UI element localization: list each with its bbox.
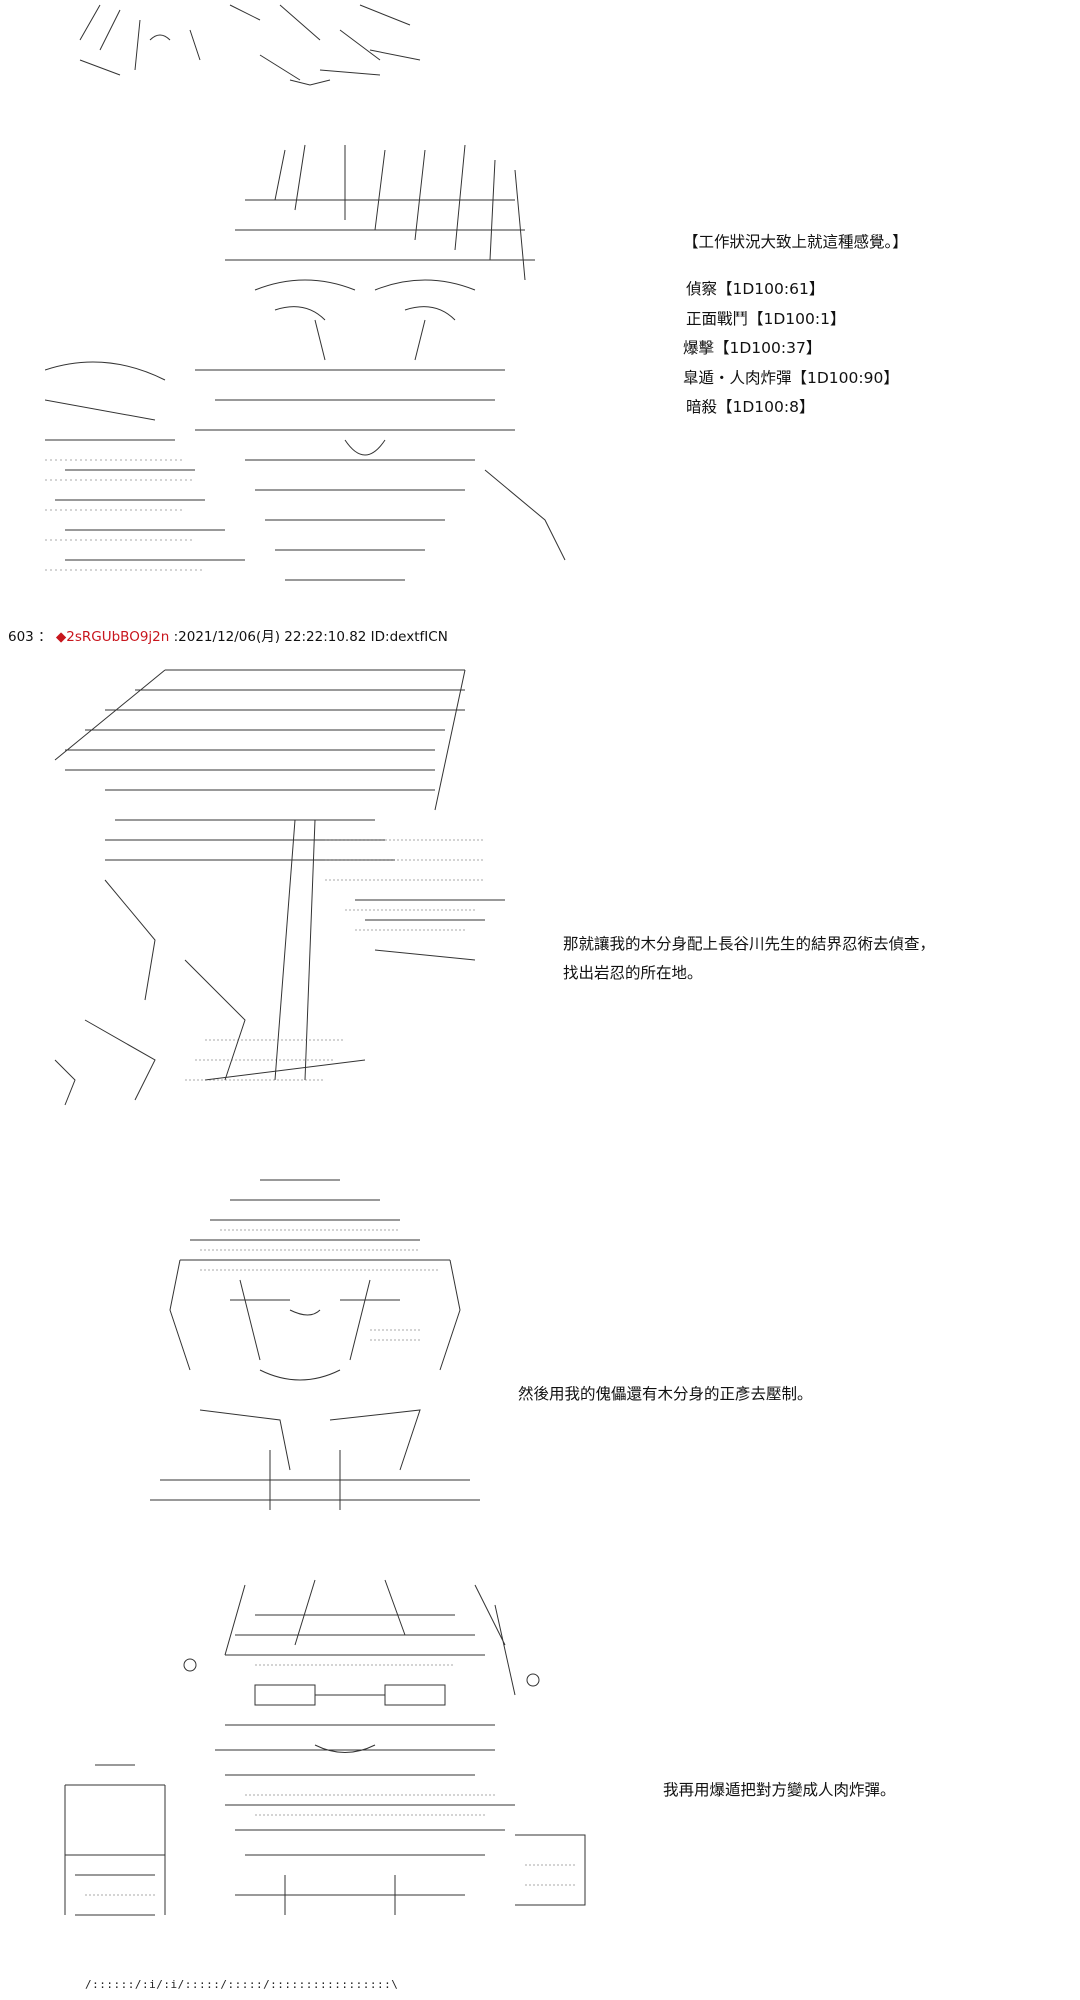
panel-1-text: 【工作狀況大致上就這種感覺。】 偵察【1D100:61】 正面戰鬥【1D100:… (683, 228, 908, 423)
ascii-art-top-fragment (60, 0, 440, 95)
stat-scout: 偵察【1D100:61】 (686, 280, 825, 299)
stat-explosion: 爆擊【1D100:37】 (683, 339, 822, 358)
panel-2-text: 那就讓我的木分身配上長谷川先生的結界忍術去偵查， 找出岩忍的所在地。 (563, 930, 935, 989)
panel-2-line-2: 找出岩忍的所在地。 (563, 964, 703, 983)
post-header: 603 ： ◆2sRGUbBO9j2n :2021/12/06(月) 22:22… (8, 629, 448, 645)
ascii-art-bottom-fragment: /::::::/:i/:i/:::::/:::::/::::::::::::::… (85, 1978, 399, 1991)
ascii-art-character-2 (45, 660, 515, 1115)
post-number: 603 (8, 629, 34, 645)
panel-3-line-1: 然後用我的傀儡還有木分身的正彥去壓制。 (518, 1385, 813, 1403)
panel-4-text: 我再用爆遁把對方變成人肉炸彈。 (663, 1776, 896, 1805)
stat-assassination: 暗殺【1D100:8】 (686, 398, 815, 417)
panel-1-line: 【工作狀況大致上就這種感覺。】 (683, 233, 908, 251)
ascii-art-character-1 (45, 140, 635, 595)
ascii-art-character-3 (140, 1170, 500, 1530)
post-meta: :2021/12/06(月) 22:22:10.82 ID:dextfICN (173, 629, 448, 645)
panel-3-text: 然後用我的傀儡還有木分身的正彥去壓制。 (518, 1380, 813, 1409)
stat-human-bomb: 皐遁・人肉炸彈【1D100:90】 (683, 368, 899, 387)
panel-4-line-1: 我再用爆遁把對方變成人肉炸彈。 (663, 1781, 896, 1799)
post-trip: ◆2sRGUbBO9j2n (55, 629, 170, 645)
panel-2-line-1: 那就讓我的木分身配上長谷川先生的結界忍術去偵查， (563, 935, 936, 953)
stat-combat: 正面戰鬥【1D100:1】 (686, 309, 846, 328)
ascii-art-character-4 (55, 1575, 600, 1935)
